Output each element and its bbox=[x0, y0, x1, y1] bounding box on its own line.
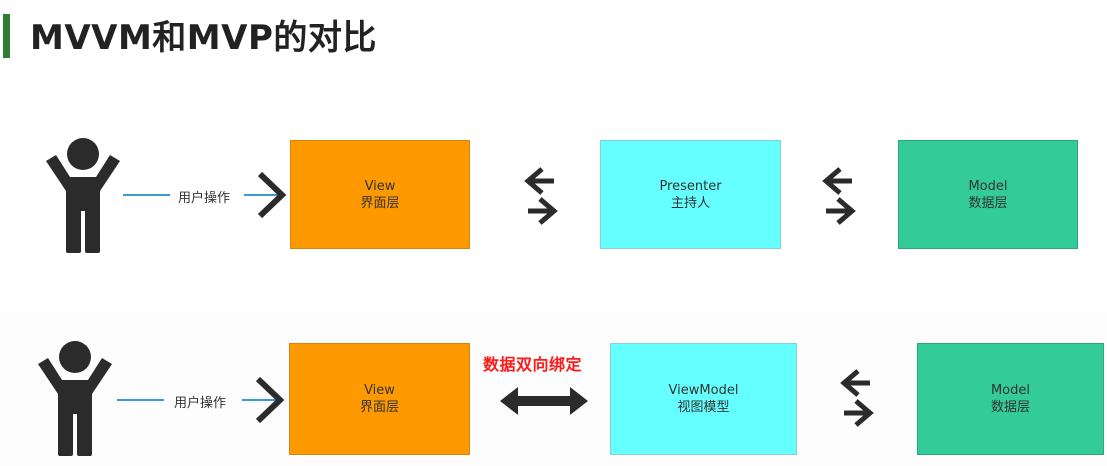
presenter-box-name: Presenter bbox=[659, 178, 722, 194]
viewmodel-box: ViewModel 视图模型 bbox=[610, 343, 797, 455]
model-box-name: Model bbox=[990, 383, 1031, 398]
model-box-name: Model bbox=[968, 178, 1008, 194]
double-headed-arrow-icon bbox=[500, 387, 588, 415]
user-action-label: 用户操作 bbox=[174, 396, 227, 411]
view-box-name: View bbox=[364, 383, 395, 398]
user-action-line bbox=[117, 376, 285, 424]
view-box-desc: 界面层 bbox=[360, 195, 400, 211]
bidirectional-arrows-icon bbox=[524, 167, 558, 225]
page-title: MVVM和MVP的对比 bbox=[30, 18, 377, 58]
model-box-desc: 数据层 bbox=[990, 400, 1030, 415]
viewmodel-box-desc: 视图模型 bbox=[677, 400, 730, 415]
bidirectional-arrows-icon bbox=[840, 369, 874, 427]
presenter-box-desc: 主持人 bbox=[670, 195, 710, 211]
model-box: Model 数据层 bbox=[898, 140, 1078, 249]
title-accent-bar bbox=[3, 14, 10, 58]
view-box-desc: 界面层 bbox=[359, 400, 399, 415]
presenter-box: Presenter 主持人 bbox=[600, 140, 781, 249]
two-way-binding-label: 数据双向绑定 bbox=[483, 355, 583, 374]
bidirectional-arrows-icon bbox=[822, 167, 856, 225]
person-icon bbox=[38, 341, 112, 456]
arrow-right-icon bbox=[257, 171, 287, 219]
view-box: View 界面层 bbox=[290, 140, 470, 249]
viewmodel-box-name: ViewModel bbox=[668, 383, 739, 398]
model-box: Model 数据层 bbox=[917, 343, 1104, 455]
model-box-desc: 数据层 bbox=[968, 195, 1008, 211]
arrow-right-icon bbox=[255, 376, 285, 424]
view-box: View 界面层 bbox=[289, 343, 470, 455]
user-action-line bbox=[123, 171, 287, 219]
person-icon bbox=[46, 138, 120, 253]
view-box-name: View bbox=[364, 178, 396, 194]
user-action-label: 用户操作 bbox=[178, 191, 231, 206]
